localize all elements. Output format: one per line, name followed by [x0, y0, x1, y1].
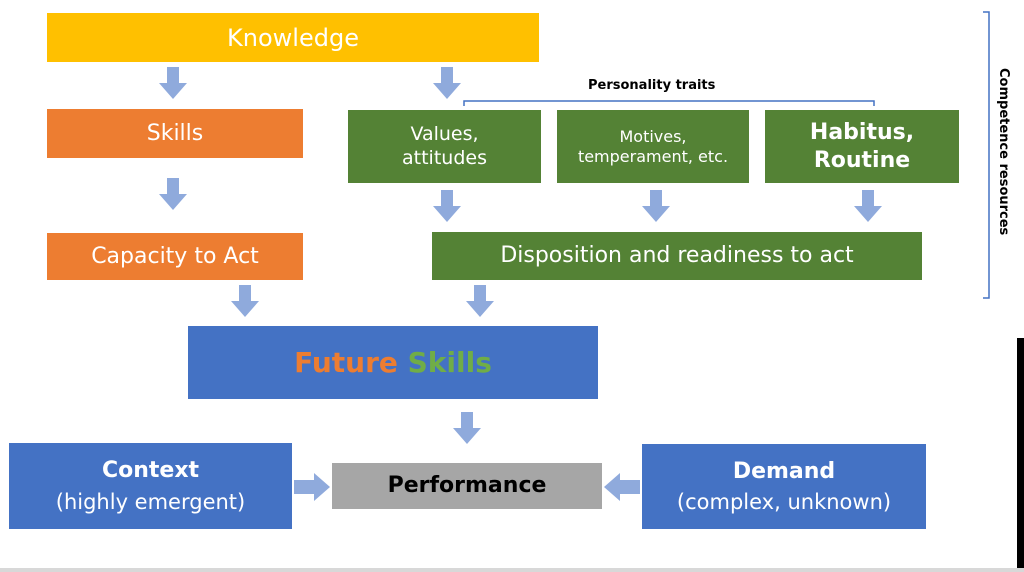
capacity-label: Capacity to Act [91, 243, 259, 269]
arrow-future-to-performance [453, 412, 481, 444]
future-label: Future [294, 346, 398, 379]
arrow-knowledge-to-skills [159, 67, 187, 99]
personality-traits-label: Personality traits [588, 78, 716, 93]
future-skills-box: Future Skills [188, 326, 598, 399]
performance-box: Performance [332, 463, 602, 509]
arrow-disposition-to-future [466, 285, 494, 317]
competence-resources-bracket [983, 11, 990, 299]
habitus-line-2: Routine [813, 147, 911, 173]
skills-word-label: Skills [407, 346, 492, 379]
edge-strip-right [1017, 338, 1024, 572]
habitus-line-1: Habitus, [809, 120, 915, 145]
capacity-box: Capacity to Act [47, 233, 303, 280]
skills-label: Skills [146, 120, 204, 146]
motives-line-1: Motives, [619, 126, 687, 146]
disposition-label: Disposition and readiness to act [500, 243, 854, 269]
values-line-2: attitudes [402, 146, 487, 169]
edge-strip-bottom [0, 568, 1024, 572]
competence-resources-label: Competence resources [996, 68, 1011, 236]
arrow-motives-to-disposition [642, 190, 670, 222]
skills-box: Skills [47, 109, 303, 158]
performance-label: Performance [387, 473, 547, 499]
personality-traits-bracket [463, 100, 875, 106]
context-box: Context (highly emergent) [9, 443, 292, 529]
disposition-box: Disposition and readiness to act [432, 232, 922, 280]
demand-subtitle: (complex, unknown) [676, 490, 892, 515]
knowledge-label: Knowledge [227, 23, 359, 52]
motives-box: Motives, temperament, etc. [557, 110, 749, 183]
arrow-habitus-to-disposition [854, 190, 882, 222]
motives-line-2: temperament, etc. [577, 146, 729, 166]
arrow-skills-to-capacity [159, 178, 187, 210]
arrow-capacity-to-future [231, 285, 259, 317]
arrow-context-to-performance [294, 473, 330, 501]
values-box: Values, attitudes [348, 110, 541, 183]
demand-box: Demand (complex, unknown) [642, 444, 926, 529]
demand-title: Demand [732, 458, 836, 484]
future-skills-title: Future Skills [294, 345, 492, 380]
context-title: Context [101, 458, 200, 484]
context-subtitle: (highly emergent) [55, 489, 246, 514]
values-line-1: Values, [410, 122, 479, 145]
knowledge-box: Knowledge [47, 13, 539, 62]
arrow-demand-to-performance [604, 473, 640, 501]
arrow-values-to-disposition [433, 190, 461, 222]
arrow-knowledge-to-values [433, 67, 461, 99]
habitus-box: Habitus, Routine [765, 110, 959, 183]
